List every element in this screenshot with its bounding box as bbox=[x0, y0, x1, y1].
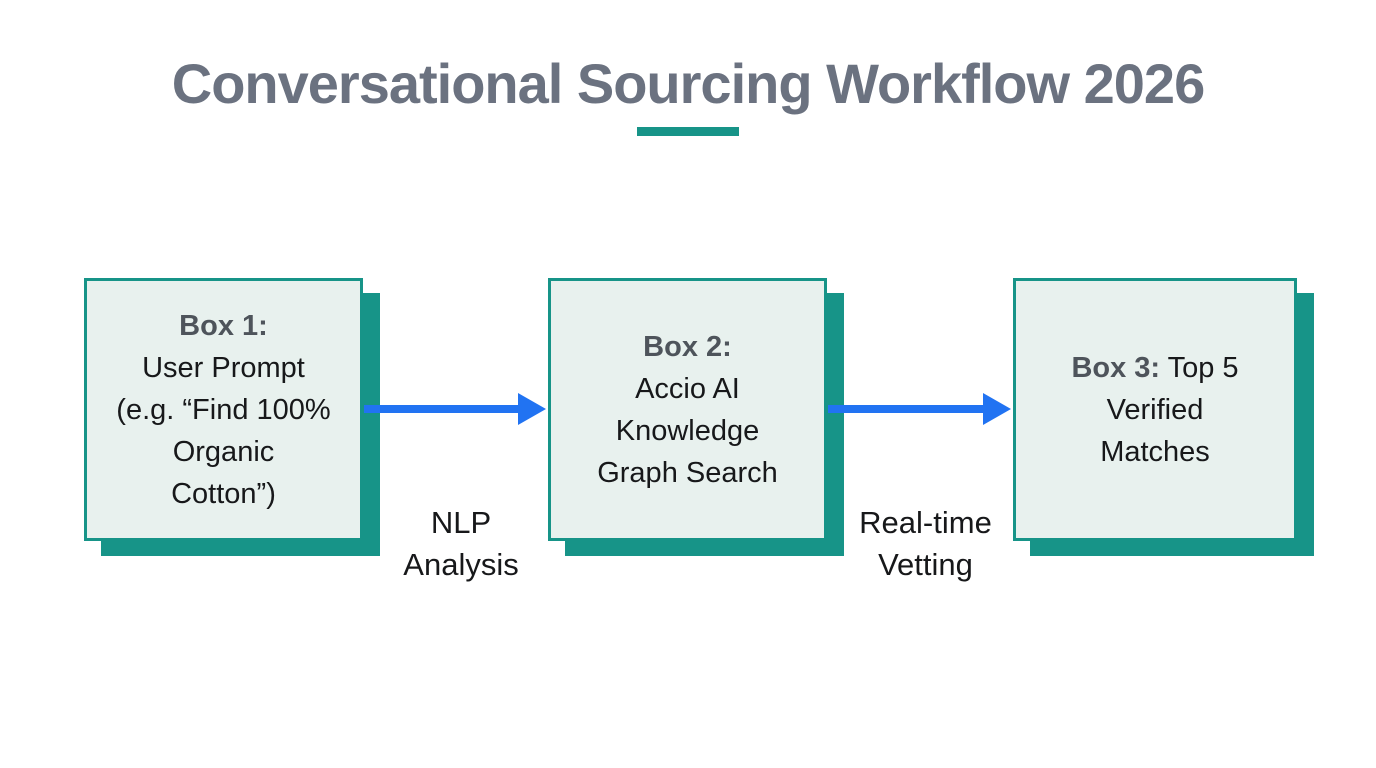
box-1-line: Organic bbox=[172, 435, 275, 468]
arrow-box2-to-box3 bbox=[828, 393, 1011, 425]
box-1-line: (e.g. “Find 100% bbox=[116, 393, 331, 426]
arrow-1-label-line: NLP bbox=[430, 505, 492, 540]
arrow-1-head-icon bbox=[518, 393, 546, 425]
arrow-1-label-nlp-analysis: NLP Analysis bbox=[381, 502, 541, 586]
box-2-label: Box 2: bbox=[643, 330, 732, 363]
box-3-line: Matches bbox=[1100, 435, 1210, 468]
box-3-title-line: Box 3: Top 5 bbox=[1071, 347, 1238, 389]
arrow-2-label-line: Real-time bbox=[859, 505, 992, 540]
box-1-text: Box 1: User Prompt (e.g. “Find 100% Orga… bbox=[116, 305, 330, 515]
box-3-line: Verified bbox=[1106, 393, 1204, 426]
arrow-2-label-real-time-vetting: Real-time Vetting bbox=[843, 502, 1008, 586]
box-2-line: Graph Search bbox=[597, 456, 778, 489]
box-3-label-suffix: Top 5 bbox=[1160, 351, 1239, 384]
box-2-text: Box 2: Accio AI Knowledge Graph Search bbox=[597, 326, 778, 494]
box-2-line: Knowledge bbox=[615, 414, 760, 447]
box-1-label: Box 1: bbox=[179, 309, 268, 342]
arrow-box1-to-box2 bbox=[364, 393, 546, 425]
arrow-2-label-line: Vetting bbox=[878, 547, 973, 582]
box-1-line: User Prompt bbox=[142, 351, 305, 384]
header: Conversational Sourcing Workflow 2026 bbox=[0, 0, 1376, 136]
box-2-line: Accio AI bbox=[635, 372, 740, 405]
box-2-accio-ai-search: Box 2: Accio AI Knowledge Graph Search bbox=[548, 278, 827, 541]
box-3-label: Box 3: bbox=[1071, 351, 1161, 384]
box-3-verified-matches: Box 3: Top 5 Verified Matches bbox=[1013, 278, 1297, 541]
arrow-2-shaft bbox=[828, 405, 987, 413]
arrow-1-label-line: Analysis bbox=[403, 547, 519, 582]
arrow-2-head-icon bbox=[983, 393, 1011, 425]
page-title: Conversational Sourcing Workflow 2026 bbox=[171, 52, 1205, 115]
box-1-title-line: Box 1: bbox=[116, 305, 330, 347]
arrow-1-shaft bbox=[364, 405, 522, 413]
box-1-user-prompt: Box 1: User Prompt (e.g. “Find 100% Orga… bbox=[84, 278, 363, 541]
box-2-title-line: Box 2: bbox=[597, 326, 778, 368]
box-3-text: Box 3: Top 5 Verified Matches bbox=[1071, 347, 1238, 473]
title-underline bbox=[637, 127, 739, 136]
box-1-line: Cotton”) bbox=[171, 477, 276, 510]
